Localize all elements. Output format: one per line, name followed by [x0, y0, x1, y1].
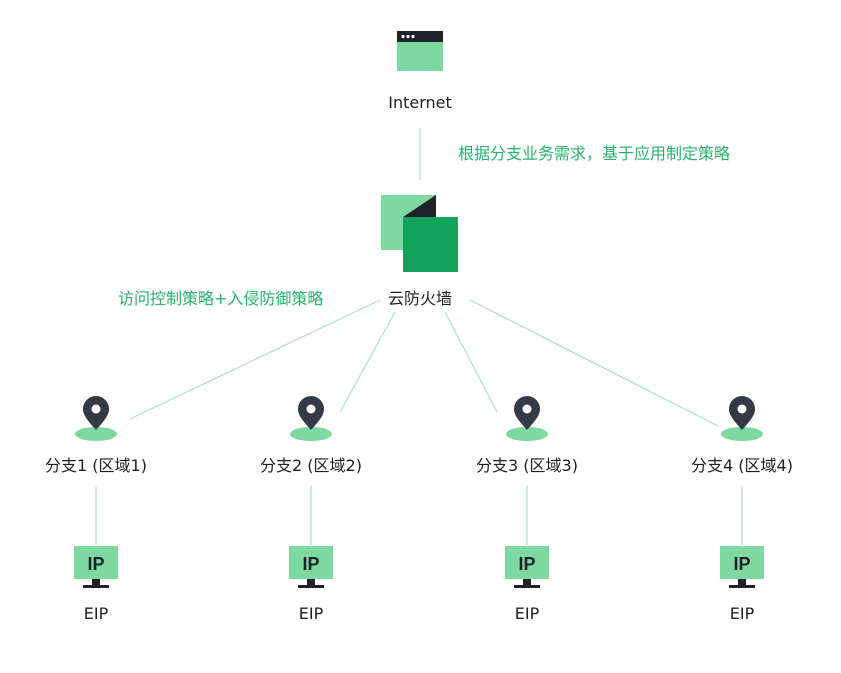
ip-text: IP [518, 554, 535, 574]
annotation-top: 根据分支业务需求，基于应用制定策略 [458, 144, 731, 163]
ip-monitor-icon: IP [505, 546, 549, 588]
line-firewall-branch1 [129, 299, 381, 420]
eip-label: EIP [83, 604, 109, 623]
ip-text: IP [302, 554, 319, 574]
line-firewall-branch2 [339, 311, 396, 413]
branch-label: 分支1 (区域1) [45, 456, 147, 475]
ip-text: IP [87, 554, 104, 574]
connector-lines [95, 128, 743, 545]
location-pin-icon [721, 396, 763, 441]
location-pin-icon [290, 396, 332, 441]
line-firewall-branch4 [469, 299, 719, 427]
ip-monitor-icon: IP [289, 546, 333, 588]
branch-pins [75, 396, 763, 441]
branch-label: 分支2 (区域2) [260, 456, 362, 475]
internet-label: Internet [388, 93, 452, 112]
annotation-left: 访问控制策略+入侵防御策略 [118, 289, 324, 308]
firewall-label: 云防火墙 [387, 289, 453, 308]
location-pin-icon [506, 396, 548, 441]
ip-monitor-icon: IP [74, 546, 118, 588]
branch-label: 分支3 (区域3) [476, 456, 578, 475]
ip-text: IP [733, 554, 750, 574]
browser-window-icon [397, 31, 443, 71]
eip-label: EIP [298, 604, 324, 623]
eip-label: EIP [729, 604, 755, 623]
branch-label: 分支4 (区域4) [691, 456, 793, 475]
eip-monitors: IP IP IP IP [74, 546, 764, 588]
line-firewall-branch3 [444, 311, 498, 413]
ip-monitor-icon: IP [720, 546, 764, 588]
eip-label: EIP [514, 604, 540, 623]
firewall-icon [381, 195, 458, 272]
location-pin-icon [75, 396, 117, 441]
